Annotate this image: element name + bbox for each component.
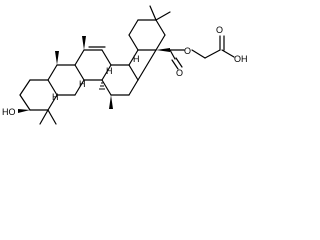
ring-c bbox=[74, 46, 112, 81]
ring-b bbox=[47, 64, 85, 96]
ester-oxygen-label: O bbox=[184, 46, 191, 56]
methyl-stereo-bonds bbox=[55, 36, 113, 109]
hydrogen-label-2: H bbox=[79, 79, 86, 89]
ester-linker bbox=[156, 35, 235, 70]
hydrogen-label-1: H bbox=[52, 92, 59, 102]
hydroxyl-bond bbox=[18, 109, 30, 113]
gem-dimethyl-e bbox=[149, 5, 171, 21]
gem-dimethyl-a bbox=[39, 109, 57, 125]
chemical-structure-diagram: HO O O O OH H H H H bbox=[2, 5, 248, 125]
carbonyl-oxygen-label: O bbox=[176, 68, 183, 78]
ring-d bbox=[101, 64, 139, 96]
ring-a bbox=[19, 79, 58, 111]
hydrogen-label-4: H bbox=[133, 54, 140, 64]
acid-oxygen-label: O bbox=[216, 25, 223, 35]
hydrogen-label-3: H bbox=[106, 66, 113, 76]
acid-hydroxyl-label: OH bbox=[234, 54, 248, 64]
ring-e bbox=[128, 19, 166, 81]
hydroxyl-label: HO bbox=[2, 107, 16, 117]
